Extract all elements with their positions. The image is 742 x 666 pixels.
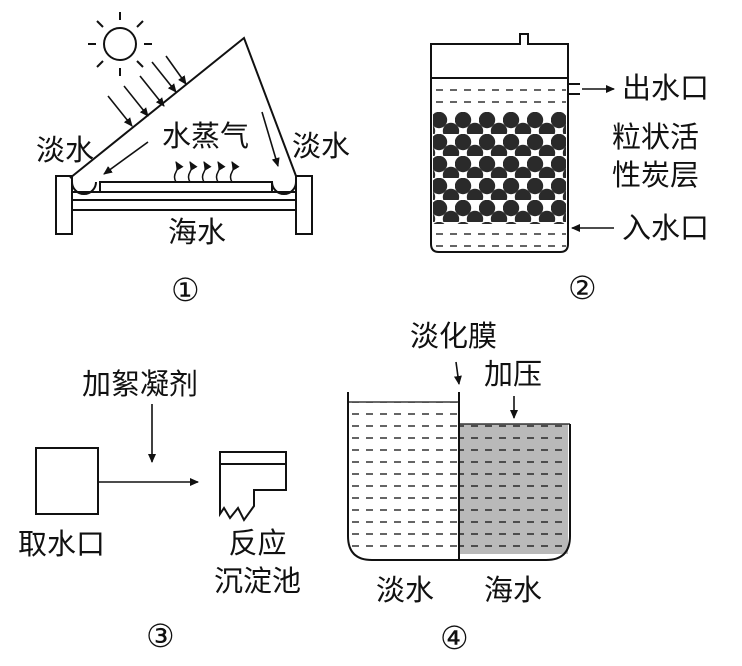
membrane-label: 淡化膜 (410, 319, 498, 353)
figure-number-1: ① (171, 271, 200, 309)
carbon-layer-label-line1: 粒状活 (612, 120, 700, 154)
fresh-water-label-bottom: 淡水 (376, 573, 435, 607)
coagulation (35, 404, 287, 522)
membrane-tank (347, 361, 571, 561)
figure-number-4: ④ (440, 619, 469, 657)
reaction-tank-label-line2: 沉淀池 (214, 564, 302, 598)
figure-number-3: ③ (146, 617, 175, 655)
outlet-label: 出水口 (622, 71, 710, 105)
seawater-label-1: 海水 (168, 215, 227, 249)
carbon-layer-label-line2: 性炭层 (612, 158, 700, 192)
reaction-tank-label: 反应 沉淀池 (214, 524, 301, 600)
reaction-tank-label-line1: 反应 (228, 526, 287, 560)
vapor-label: 水蒸气 (162, 119, 250, 153)
inlet-label: 入水口 (622, 211, 710, 245)
sunlight-arrows (107, 55, 187, 127)
sun-icon (88, 12, 152, 76)
figure-number-2: ② (568, 269, 597, 307)
pressure-label: 加压 (484, 357, 543, 391)
carbon-layer-label: 粒状活 性炭层 (612, 118, 699, 194)
glass-cover (69, 36, 297, 179)
fresh-water-label-left: 淡水 (36, 133, 95, 167)
seawater-label-bottom: 海水 (484, 573, 543, 607)
intake-label: 取水口 (18, 527, 106, 561)
vapor-arrows (173, 161, 240, 183)
solar-still (55, 12, 313, 235)
coagulant-label: 加絮凝剂 (82, 367, 199, 401)
carbon-filter (430, 33, 615, 253)
fresh-water-label-right: 淡水 (292, 129, 351, 163)
